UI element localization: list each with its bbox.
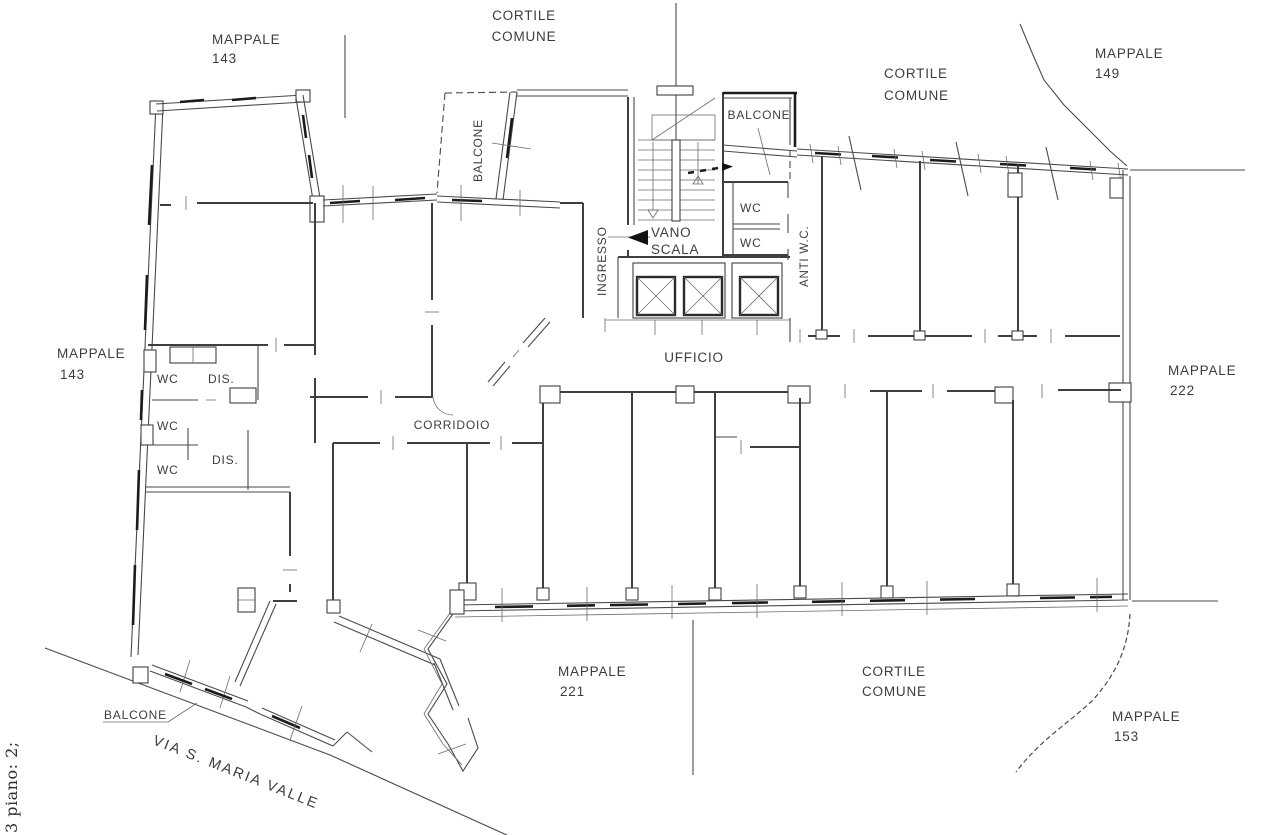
parcel-label-mappale-221: MAPPALE	[558, 664, 626, 679]
stair-core	[517, 85, 790, 258]
parcel-boundary-lines	[44, 3, 1245, 835]
stair-down-arrow	[647, 209, 659, 219]
room-label-wc-core-1: WC	[740, 201, 762, 215]
room-label-wc-left-2: WC	[157, 419, 179, 433]
courtyard-label-bottom-1: CORTILE	[862, 664, 926, 679]
room-label-wc-core-2: WC	[740, 236, 762, 250]
parcel-number-143-top: 143	[212, 51, 237, 66]
parcel-number-143-left: 143	[60, 367, 85, 382]
room-label-wc-left-1: WC	[157, 372, 179, 386]
parcel-label-mappale-143-left: MAPPALE	[57, 346, 125, 361]
corridor	[310, 203, 460, 450]
courtyard-label-bottom-2: COMUNE	[862, 684, 927, 699]
wc-core-block	[723, 150, 791, 260]
room-label-balcone-left: BALCONE	[471, 119, 485, 182]
street-edge-line	[44, 647, 509, 835]
lower-band-rooms	[460, 384, 1121, 601]
room-label-anti-wc: ANTI W.C.	[799, 225, 811, 287]
west-wall	[130, 100, 164, 658]
elevator-block	[604, 257, 791, 342]
ingresso-passage	[487, 202, 584, 387]
parcel-number-153: 153	[1114, 729, 1139, 744]
parcel-label-mappale-149: MAPPALE	[1095, 46, 1163, 61]
room-label-ufficio: UFFICIO	[664, 350, 724, 365]
courtyard-label-top-2: COMUNE	[492, 29, 557, 44]
northwest-wing	[155, 89, 438, 223]
courtyard-label-top-1: CORTILE	[492, 8, 556, 23]
room-label-balcone-top: BALCONE	[728, 108, 791, 122]
right-wing	[796, 135, 1132, 600]
balcony-top-left	[436, 91, 561, 221]
room-label-scala: SCALA	[651, 242, 699, 257]
southwest-facade	[103, 659, 373, 753]
elevator-shaft	[635, 275, 677, 317]
south-facade	[449, 578, 1129, 622]
stair-stringer	[671, 139, 681, 222]
parcel-number-221: 221	[560, 684, 585, 699]
parcel-number-222: 222	[1170, 383, 1195, 398]
balcony-top-center	[722, 91, 798, 176]
room-label-corridoio: CORRIDOIO	[414, 418, 491, 432]
left-wc-block	[146, 203, 316, 687]
courtyard-label-topright-2: COMUNE	[884, 88, 949, 103]
parcel-label-mappale-153: MAPPALE	[1112, 709, 1180, 724]
stair-direction-dashes	[687, 163, 733, 175]
elevator-shaft	[682, 275, 724, 317]
room-label-wc-left-3: WC	[157, 463, 179, 477]
street-side-bay	[326, 443, 479, 773]
room-label-ingresso: INGRESSO	[595, 226, 609, 296]
courtyard-label-topright-1: CORTILE	[884, 66, 948, 81]
parcel-number-149: 149	[1095, 66, 1120, 81]
street-name-label: VIA S. MARIA VALLE	[151, 733, 322, 813]
elevator-shaft	[738, 275, 780, 317]
stair-up-arrow	[692, 175, 704, 185]
floor-margin-note: 3 piano: 2;	[2, 741, 21, 833]
room-label-dis-1: DIS.	[208, 372, 235, 386]
room-label-vano: VANO	[651, 225, 691, 240]
parcel-label-mappale-143-top: MAPPALE	[212, 32, 280, 47]
entrance-arrow	[628, 230, 648, 245]
stair-top-landing	[656, 85, 694, 96]
room-label-dis-2: DIS.	[212, 453, 239, 467]
room-label-balcone-bottom: BALCONE	[104, 708, 167, 722]
parcel-label-mappale-222: MAPPALE	[1168, 363, 1236, 378]
